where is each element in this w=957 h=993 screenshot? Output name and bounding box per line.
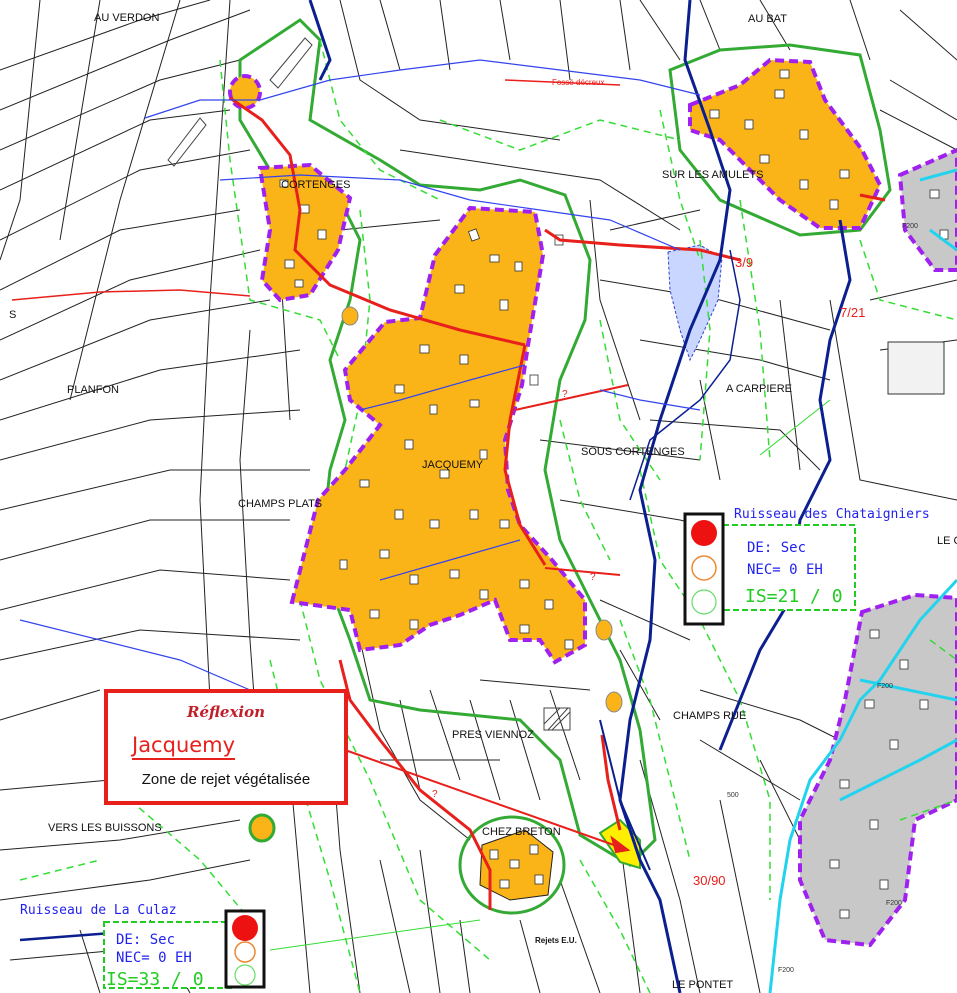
label-champs-rue: CHAMPS RUE xyxy=(673,710,746,722)
green-envelopes xyxy=(238,18,892,915)
info-de: DE: Sec xyxy=(747,540,806,556)
label-cortenges: CORTENGES xyxy=(281,179,350,191)
grass-area xyxy=(887,341,945,395)
orange-light-icon xyxy=(234,941,256,963)
label-f200-4: F200 xyxy=(902,223,918,230)
red-light-icon xyxy=(232,915,258,941)
label-au-bat: AU BAT xyxy=(748,13,787,25)
elevation-500: 500 xyxy=(727,792,739,799)
stream-label-culaz: Ruisseau de La Culaz xyxy=(20,903,177,918)
red-light-icon xyxy=(691,520,717,546)
orange-light-icon xyxy=(691,555,717,581)
info-is: IS=33 / 0 xyxy=(106,969,204,990)
label-f200-2: F200 xyxy=(886,900,902,907)
count-label-2: 7/21 xyxy=(840,305,865,320)
label-sous-cortenges: SOUS CORTENGES xyxy=(581,446,685,458)
label-planfon: PLANFON xyxy=(67,384,119,396)
label-rejets: Rejets E.U. xyxy=(535,936,577,945)
label-pres-viennoz: PRES VIENNOZ xyxy=(452,729,534,741)
green-light-icon xyxy=(234,964,256,986)
info-is: IS=21 / 0 xyxy=(745,586,843,607)
wetland-area xyxy=(667,244,723,362)
label-champs-plats: CHAMPS PLATS xyxy=(238,498,322,510)
place-labels: AU VERDON AU BAT CORTENGES SUR LES AMULE… xyxy=(9,12,957,991)
info-nec: NEC= 0 EH xyxy=(747,562,823,578)
label-chez-breton: CHEZ BRETON xyxy=(482,826,561,838)
small-orange-spots xyxy=(248,306,623,843)
red-arrows xyxy=(11,79,631,854)
stream-label-chataigniers: Ruisseau des Chataigniers xyxy=(734,507,930,522)
info-box-chataigniers: DE: Sec NEC= 0 EH IS=21 / 0 xyxy=(683,512,856,626)
info-nec: NEC= 0 EH xyxy=(116,950,192,966)
traffic-light-1 xyxy=(683,512,725,626)
label-a-carpiere: A CARPIERE xyxy=(726,383,792,395)
label-au-verdon: AU VERDON xyxy=(94,12,159,24)
label-fosse: Fossé décreux xyxy=(552,78,604,87)
info-box-culaz: DE: Sec NEC= 0 EH IS=33 / 0 xyxy=(103,909,266,990)
callout-box: Réflexion Jacquemy Zone de rejet végétal… xyxy=(104,689,348,805)
count-labels: 3/9 7/21 30/90 xyxy=(693,255,865,888)
count-label-1: 3/9 xyxy=(735,255,753,270)
label-s-edge: S xyxy=(9,309,16,321)
buildings xyxy=(279,69,949,919)
label-le-c: LE C xyxy=(937,535,957,547)
misc-labels: Fossé décreux Rejets E.U. ? ? ? 500 F200… xyxy=(432,78,918,974)
label-vers-les-buissons: VERS LES BUISSONS xyxy=(48,822,162,834)
count-label-3: 30/90 xyxy=(693,873,726,888)
traffic-light-2 xyxy=(224,909,266,989)
label-le-pontet: LE PONTET xyxy=(672,979,733,991)
callout-name: Jacquemy xyxy=(132,733,236,760)
label-f200-3: F200 xyxy=(778,967,794,974)
question-mark-2: ? xyxy=(590,572,596,583)
callout-description: Zone de rejet végétalisée xyxy=(141,771,311,788)
sewer-network xyxy=(229,96,886,910)
hatched-areas xyxy=(167,37,571,731)
label-jacquemy: JACQUEMY xyxy=(422,459,484,471)
info-de: DE: Sec xyxy=(116,932,175,948)
green-light-icon xyxy=(691,589,717,615)
question-mark-3: ? xyxy=(432,789,438,800)
grey-zone xyxy=(798,147,957,948)
label-f200-1: F200 xyxy=(877,683,893,690)
cyan-lines xyxy=(768,168,957,993)
label-sur-les-amulets: SUR LES AMULETS xyxy=(662,169,763,181)
callout-title: Réflexion xyxy=(186,703,265,721)
question-mark-1: ? xyxy=(562,389,568,400)
green-thin-line xyxy=(269,399,831,951)
